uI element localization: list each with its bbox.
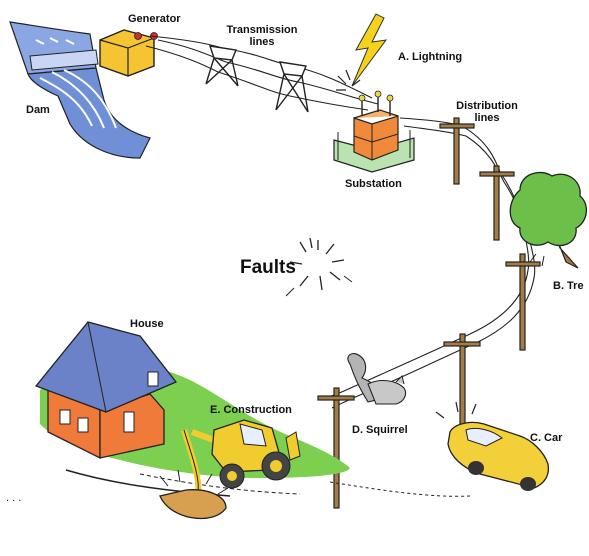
car-icon <box>436 402 548 491</box>
lightning-label: A. Lightning <box>398 51 462 63</box>
distribution-label-line1: Distribution <box>452 100 522 112</box>
dam-label: Dam <box>26 104 50 116</box>
transmission-lines-label: Transmission lines <box>220 24 304 48</box>
faults-label: Faults <box>240 258 296 278</box>
utility-pole-icon <box>318 388 354 508</box>
transmission-label-line2: lines <box>220 36 304 48</box>
construction-label: E. Construction <box>210 404 292 416</box>
distribution-lines-label: Distribution lines <box>452 100 522 124</box>
ellipsis-text: . . . <box>6 492 21 504</box>
utility-pole-icon <box>480 166 514 240</box>
squirrel-label: D. Squirrel <box>352 424 408 436</box>
house-label: House <box>130 318 164 330</box>
lightning-icon <box>336 14 386 90</box>
transmission-tower-icon <box>206 46 238 86</box>
substation-label: Substation <box>345 178 402 190</box>
tree-label: B. Tre <box>553 280 584 292</box>
utility-pole-icon <box>444 334 480 426</box>
house-icon <box>36 322 176 458</box>
generator-label: Generator <box>128 13 181 25</box>
transmission-tower-icon <box>276 62 308 112</box>
distribution-label-line2: lines <box>452 112 522 124</box>
generator-icon <box>100 30 158 76</box>
utility-pole-icon <box>440 118 474 184</box>
transmission-label-line1: Transmission <box>220 24 304 36</box>
car-label: C. Car <box>530 432 562 444</box>
